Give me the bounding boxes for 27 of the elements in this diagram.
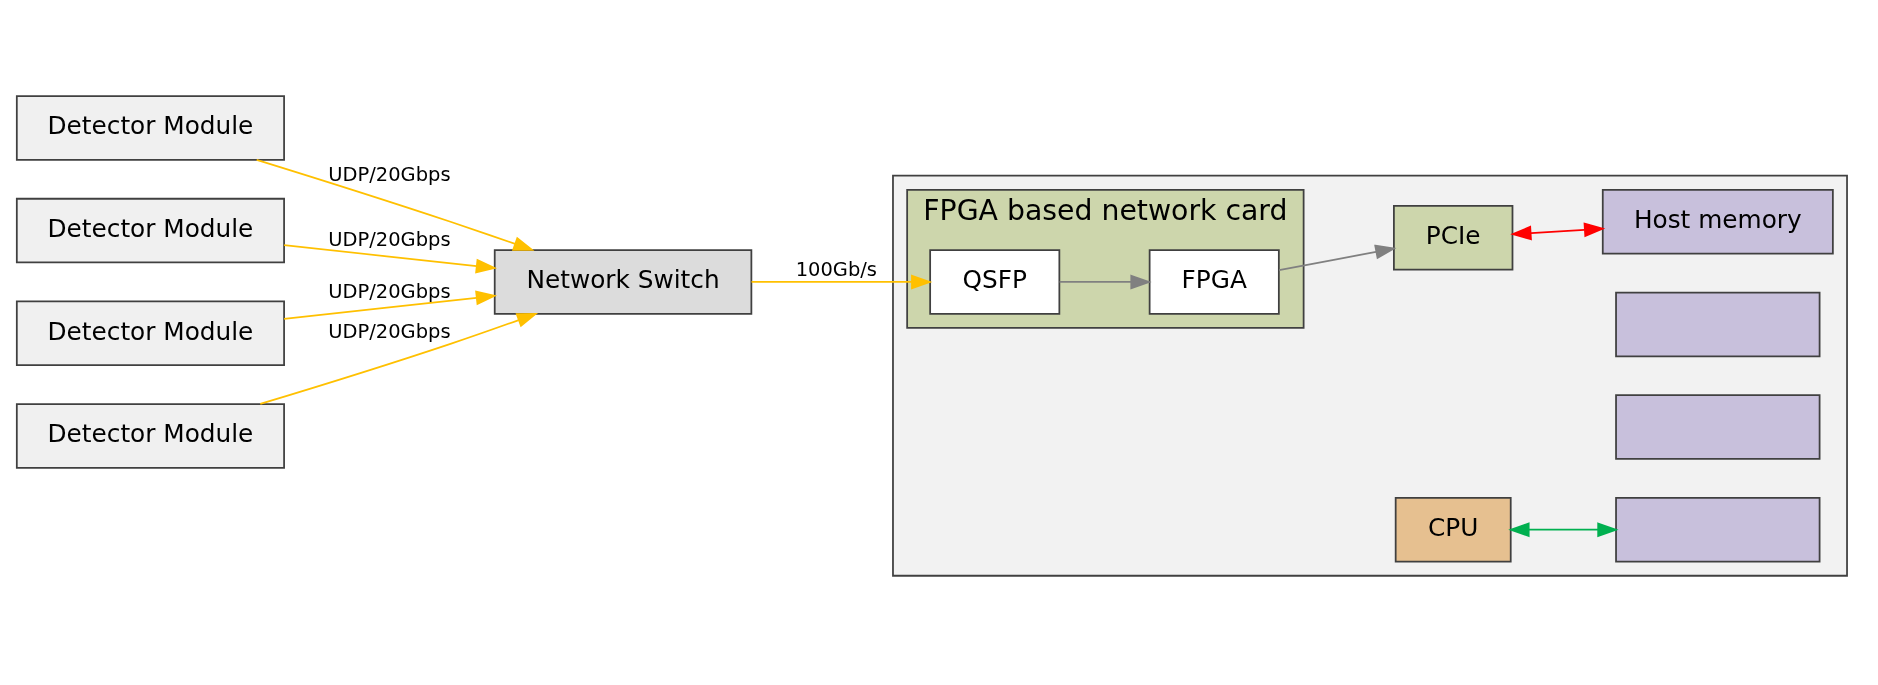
edge-label: UDP/20Gbps (328, 162, 451, 186)
node-box (1615, 291, 1821, 357)
node-box: Detector Module (15, 300, 285, 366)
node-box: Detector Module (15, 197, 285, 263)
node-box: Network Switch (493, 248, 753, 315)
edge-label: UDP/20Gbps (328, 227, 451, 251)
arrow (1510, 221, 1606, 240)
arrow (1058, 274, 1152, 289)
arrow (259, 312, 539, 405)
edge-label: UDP/20Gbps (328, 319, 451, 343)
edge-label: UDP/20Gbps (328, 279, 451, 303)
node-box: Detector Module (15, 402, 285, 469)
node-box: Detector Module (15, 94, 285, 161)
node-box: FPGA (1148, 248, 1280, 315)
arrow (750, 274, 933, 289)
arrow (255, 158, 535, 251)
cluster (892, 174, 1848, 577)
edge-label: 100Gb/s (795, 257, 877, 281)
node-box: CPU (1394, 496, 1512, 562)
node-box: QSFP (929, 248, 1061, 315)
node-box (1615, 496, 1821, 562)
arrow (283, 289, 498, 320)
node-box (1615, 393, 1821, 460)
node-box: Host memory (1601, 188, 1834, 254)
arrow (1508, 521, 1619, 537)
node-box: PCIe (1393, 204, 1514, 270)
arrow (283, 243, 498, 273)
